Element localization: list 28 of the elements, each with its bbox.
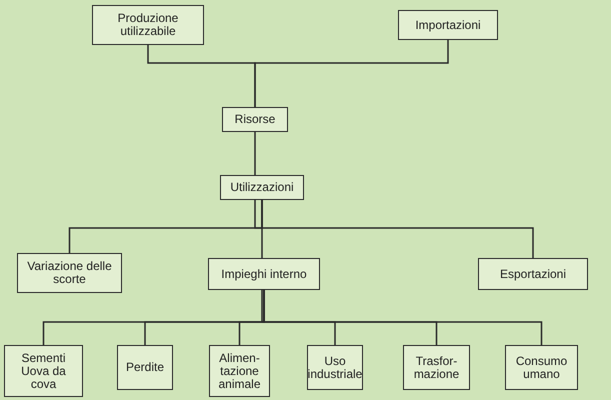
- box-label: Importazioni: [415, 18, 481, 32]
- box-label: Perdite: [126, 361, 164, 374]
- process-box: [92, 5, 204, 45]
- box-label: Utilizzazioni: [230, 181, 294, 194]
- box-label: Risorse: [234, 113, 276, 126]
- box-label: Impieghi interno: [221, 268, 307, 280]
- process-box: [398, 10, 498, 40]
- process-box: [220, 175, 304, 200]
- process-box: [209, 345, 270, 397]
- process-box: [222, 107, 288, 132]
- process-box: [117, 345, 173, 390]
- process-box: [403, 345, 470, 390]
- process-box: [4, 345, 83, 397]
- box-label: Uso industriale: [308, 354, 362, 380]
- box-label: Esportazioni: [500, 268, 566, 280]
- connector-line: [261, 200, 534, 258]
- box-label: Sementi Uova da cova: [20, 352, 67, 390]
- box-label: Produzione utilizzabile: [116, 12, 180, 38]
- box-label: Consumo umano: [514, 354, 568, 380]
- process-box: [478, 258, 588, 290]
- process-box: [208, 258, 320, 290]
- box-label: Variazione delle scorte: [26, 260, 113, 286]
- connector-line: [254, 40, 449, 107]
- process-box: [17, 253, 122, 293]
- process-box: [307, 345, 363, 390]
- box-label: Alimen-tazione animale: [217, 352, 262, 390]
- process-box: [505, 345, 578, 390]
- box-label: Trasfor-mazione: [412, 354, 460, 380]
